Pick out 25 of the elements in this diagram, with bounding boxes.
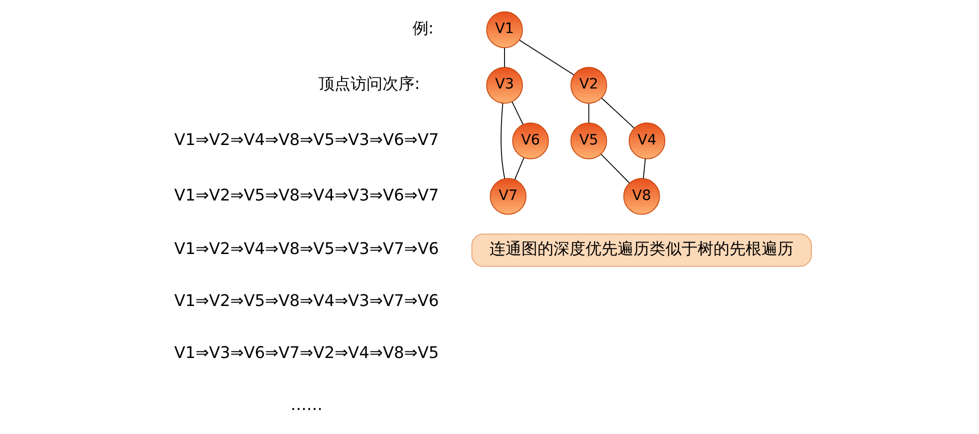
- connector: [518, 40, 574, 76]
- connector: [500, 102, 505, 180]
- node-circle: V6: [512, 122, 548, 160]
- connector: [511, 101, 523, 125]
- node-circle: V8: [622, 178, 660, 215]
- connector: [600, 98, 634, 128]
- node-circle: V1: [486, 11, 522, 48]
- connector: [588, 103, 589, 124]
- node-box: 连通图的深度优先遍历类似于树的先根遍历: [470, 234, 812, 267]
- label: V1⇒V3⇒V6⇒V7⇒V2⇒V4⇒V8⇒V5: [174, 343, 438, 362]
- label: V1⇒V2⇒V5⇒V8⇒V4⇒V3⇒V7⇒V6: [174, 291, 438, 310]
- label: V1⇒V2⇒V4⇒V8⇒V5⇒V3⇒V7⇒V6: [174, 239, 438, 258]
- label: 例:: [412, 18, 434, 38]
- label: V1⇒V2⇒V4⇒V8⇒V5⇒V3⇒V6⇒V7: [174, 130, 438, 149]
- label: 顶点访问次序:: [318, 74, 420, 94]
- label: V1⇒V2⇒V5⇒V8⇒V4⇒V3⇒V6⇒V7: [174, 185, 438, 204]
- connector: [642, 158, 646, 179]
- node-circle: V2: [570, 66, 607, 104]
- connector: [600, 154, 630, 184]
- label: ……: [290, 394, 322, 414]
- node-circle: V5: [570, 122, 607, 160]
- node-circle: V3: [486, 66, 522, 104]
- node-circle: V4: [628, 122, 665, 160]
- node-circle: V7: [489, 178, 526, 215]
- connector: [514, 157, 524, 180]
